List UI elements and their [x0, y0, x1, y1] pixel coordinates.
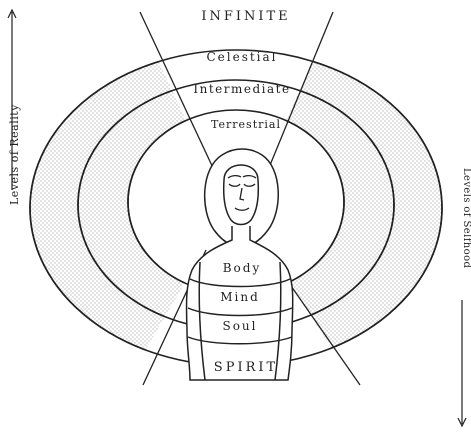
- label-terrestrial: Terrestrial: [211, 118, 281, 131]
- label-mind: Mind: [220, 290, 260, 304]
- axis-right-label: Levels of Selfhood: [461, 168, 471, 268]
- label-body: Body: [223, 261, 262, 275]
- label-infinite: INFINITE: [201, 9, 290, 24]
- axis-right: Levels of Selfhood: [458, 168, 471, 426]
- label-intermediate: Intermediate: [193, 82, 290, 96]
- label-soul: Soul: [222, 319, 257, 333]
- label-celestial: Celestial: [206, 50, 277, 64]
- axis-left: Levels of Reality: [8, 10, 21, 205]
- label-spirit: SPIRIT: [214, 360, 278, 375]
- axis-left-label: Levels of Reality: [8, 104, 21, 205]
